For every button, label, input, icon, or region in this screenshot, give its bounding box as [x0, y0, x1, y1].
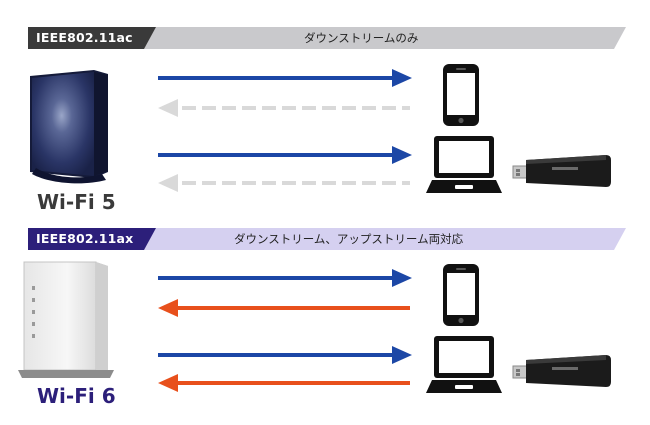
- banner-tag-shape: [28, 228, 156, 250]
- usb-adapter-icon: [512, 155, 611, 187]
- download-arrow-laptop: [158, 146, 412, 164]
- wifi6-label: Wi-Fi 6: [37, 384, 116, 408]
- banner-background: [28, 27, 626, 49]
- mode-description: ダウンストリーム、アップストリーム両対応: [234, 232, 464, 246]
- wifi5-label: Wi-Fi 5: [37, 190, 116, 214]
- upload-arrow-phone: [158, 99, 410, 117]
- laptop-icon: [426, 336, 502, 393]
- standard-tag: IEEE802.11ac: [36, 30, 133, 45]
- banner-tag-shape: [28, 27, 156, 49]
- standard-tag: IEEE802.11ax: [36, 231, 134, 246]
- banner-band: [28, 228, 626, 250]
- banner-background: [28, 228, 626, 250]
- banner-ieee80211ac: IEEE802.11ac ダウンストリームのみ: [28, 27, 626, 49]
- smartphone-icon: [443, 264, 479, 326]
- upload-arrow-laptop: [158, 374, 410, 392]
- mode-description: ダウンストリームのみ: [304, 31, 419, 45]
- upload-arrow-phone: [158, 299, 410, 317]
- banner-ieee80211ax: IEEE802.11ax ダウンストリーム、アップストリーム両対応: [28, 228, 626, 250]
- download-arrow-phone: [158, 269, 412, 287]
- arrows-section-1: [158, 69, 412, 192]
- router-wifi6-icon: [18, 261, 114, 378]
- download-arrow-laptop: [158, 346, 412, 364]
- smartphone-icon: [443, 64, 479, 126]
- download-arrow-phone: [158, 69, 412, 87]
- upload-arrow-laptop: [158, 174, 410, 192]
- router-wifi5-icon: [30, 70, 108, 184]
- arrows-section-2: [158, 269, 412, 392]
- laptop-icon: [426, 136, 502, 193]
- usb-adapter-icon: [512, 355, 611, 387]
- banner-band: [28, 27, 626, 49]
